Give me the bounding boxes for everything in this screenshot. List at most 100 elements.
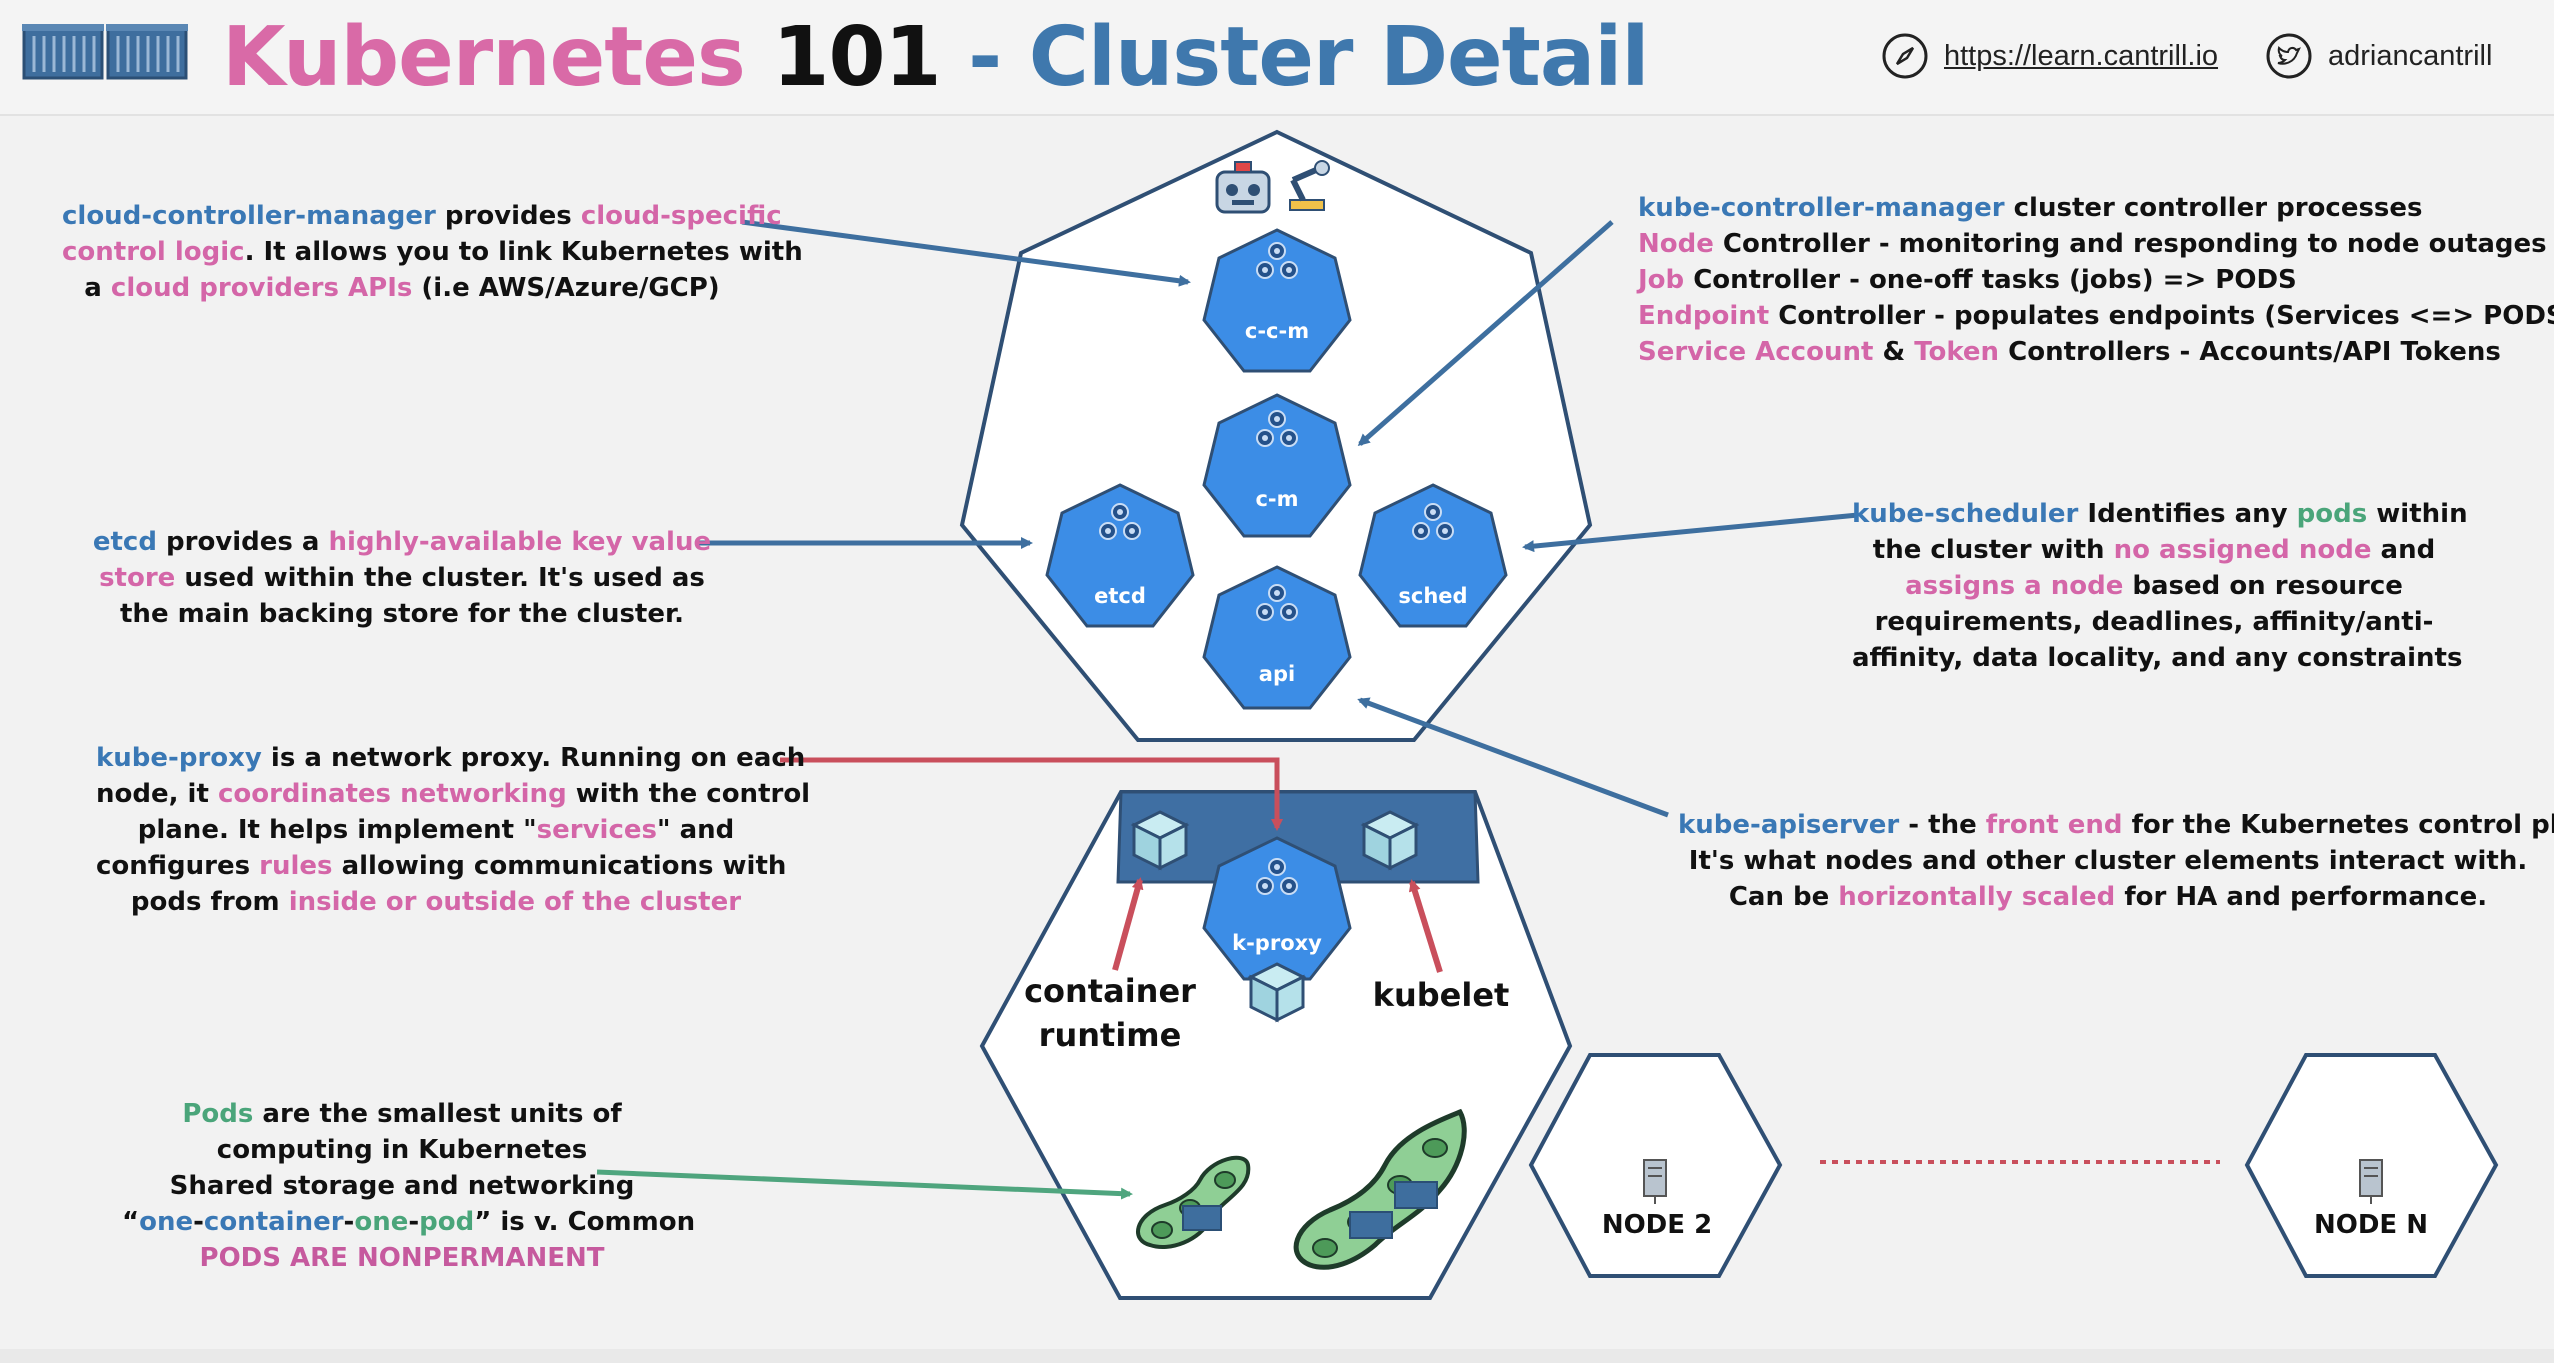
component-cm[interactable]: c-m — [1202, 393, 1352, 538]
node-n[interactable]: NODE N — [2244, 1053, 2499, 1278]
kcm-term: kube-controller-manager — [1638, 193, 2005, 223]
website-url[interactable]: https://learn.cantrill.io — [1944, 39, 2219, 72]
text-span: - the — [1899, 810, 1986, 840]
text-span: Endpoint — [1638, 301, 1770, 331]
kcm-callout-arrow — [1357, 220, 1614, 446]
robot-icon — [1215, 161, 1271, 214]
text-span: coordinates networking — [217, 779, 567, 809]
compass-icon — [1882, 33, 1928, 79]
text-span: rules — [259, 851, 333, 881]
text-span: configures — [96, 851, 260, 881]
ccm-description: cloud-controller-manager provides cloud-… — [62, 198, 803, 306]
text-span: and — [2371, 535, 2436, 565]
text-span: for the Kubernetes control plane. — [2131, 810, 2554, 840]
text-span: the cluster with — [1872, 535, 2114, 565]
title-101: 101 — [772, 10, 941, 105]
text-span: affinity, data locality, and any constra… — [1852, 643, 2463, 673]
text-span: inside or outside of the cluster — [288, 887, 742, 917]
pod-small-icon — [1136, 1155, 1251, 1249]
text-span: cloud providers APIs — [110, 273, 413, 303]
server-icon — [2359, 1159, 2383, 1204]
twitter-link[interactable]: adriancantrill — [2264, 24, 2492, 88]
text-span: Job — [1638, 265, 1685, 295]
text-span: It's what nodes and other cluster elemen… — [1688, 846, 2528, 876]
component-kproxy[interactable]: k-proxy — [1202, 836, 1352, 981]
text-span: Identifies any — [2078, 499, 2297, 529]
text-span: computing in Kubernetes — [216, 1135, 588, 1165]
component-api[interactable]: api — [1202, 565, 1352, 710]
text-span: services — [536, 815, 657, 845]
text-span: pods from — [130, 887, 289, 917]
text-span: cloud-specific — [580, 201, 782, 231]
text-span: Service Account — [1638, 337, 1874, 367]
container-runtime-cube-icon — [1132, 810, 1188, 870]
component-sched[interactable]: sched — [1358, 483, 1508, 628]
text-span: - — [343, 1207, 355, 1237]
text-span: pods — [2296, 499, 2368, 529]
text-span: cluster controller processes — [2004, 193, 2423, 223]
text-span: Node — [1638, 229, 1714, 259]
container-runtime-label-line2: runtime — [1039, 1016, 1182, 1054]
node-2[interactable]: NODE 2 — [1528, 1053, 1783, 1278]
etcd-description: etcd provides a highly-available key val… — [92, 524, 712, 632]
etcd-term: etcd — [92, 527, 157, 557]
text-span: control logic — [62, 237, 245, 267]
text-span: horizontally scaled — [1838, 882, 2116, 912]
text-span: - — [193, 1207, 204, 1237]
kubelet-label: kubelet — [1373, 976, 1510, 1014]
kcm-description: kube-controller-manager cluster controll… — [1638, 190, 2554, 370]
text-span: a — [84, 273, 111, 303]
text-span: node, it — [96, 779, 218, 809]
header-bar — [0, 0, 2554, 116]
footer-strip — [0, 1349, 2554, 1363]
text-span: (i.e AWS/Azure/GCP) — [412, 273, 720, 303]
text-span: is a network proxy. Running on each — [261, 743, 806, 773]
api-callout-arrow — [1357, 697, 1669, 818]
pod-large-icon — [1293, 1108, 1467, 1270]
text-span: highly-available key value — [328, 527, 712, 557]
etcd-label: etcd — [1094, 584, 1146, 608]
component-etcd[interactable]: etcd — [1045, 483, 1195, 628]
ccm-term: cloud-controller-manager — [62, 201, 436, 231]
kubelet-arrow — [1408, 879, 1443, 973]
pods-description: Pods are the smallest units of computing… — [122, 1096, 695, 1276]
text-span: Controller - monitoring and responding t… — [1713, 229, 2547, 259]
text-span: “ — [122, 1207, 140, 1237]
node-2-label: NODE 2 — [1602, 1210, 1712, 1240]
twitter-icon — [2266, 33, 2312, 79]
text-span: Shared storage and networking — [169, 1171, 635, 1201]
title-cluster-detail: - Cluster Detail — [968, 10, 1649, 105]
text-span: within — [2367, 499, 2468, 529]
text-span: pod — [419, 1207, 475, 1237]
kproxy-label: k-proxy — [1232, 931, 1322, 955]
text-span: front end — [1985, 810, 2123, 840]
container-logo-icon — [22, 22, 188, 88]
component-ccm[interactable]: c-c-m — [1202, 228, 1352, 373]
container-runtime-arrow — [1112, 877, 1144, 971]
text-span: allowing communications with — [332, 851, 787, 881]
website-link[interactable]: https://learn.cantrill.io — [1880, 24, 2218, 88]
text-span: container — [203, 1207, 344, 1237]
text-span: based on resource — [2123, 571, 2403, 601]
ccm-callout-arrow — [741, 219, 1191, 287]
text-span: one — [139, 1207, 194, 1237]
cm-label: c-m — [1255, 487, 1298, 511]
text-span: Controllers - Accounts/API Tokens — [1999, 337, 2501, 367]
text-span: & — [1873, 337, 1915, 367]
sched-description: kube-scheduler Identifies any pods withi… — [1852, 496, 2468, 676]
kubelet-cube-icon — [1362, 810, 1418, 870]
server-icon — [1643, 1159, 1667, 1204]
pods-term: Pods — [182, 1099, 254, 1129]
pods-callout-arrow — [596, 1169, 1133, 1200]
kproxy-term: kube-proxy — [96, 743, 262, 773]
text-span: assigns a node — [1905, 571, 2124, 601]
sched-label: sched — [1398, 584, 1467, 608]
pods-nonpermanent-note: PODS ARE NONPERMANENT — [199, 1243, 605, 1273]
twitter-handle[interactable]: adriancantrill — [2328, 39, 2493, 72]
kproxy-cube-icon — [1249, 962, 1305, 1022]
text-span: Token — [1914, 337, 2000, 367]
kproxy-description: kube-proxy is a network proxy. Running o… — [96, 740, 810, 920]
text-span: the main backing store for the cluster. — [120, 599, 684, 629]
text-span: used within the cluster. It's used as — [175, 563, 705, 593]
text-span: plane. It helps implement " — [137, 815, 537, 845]
